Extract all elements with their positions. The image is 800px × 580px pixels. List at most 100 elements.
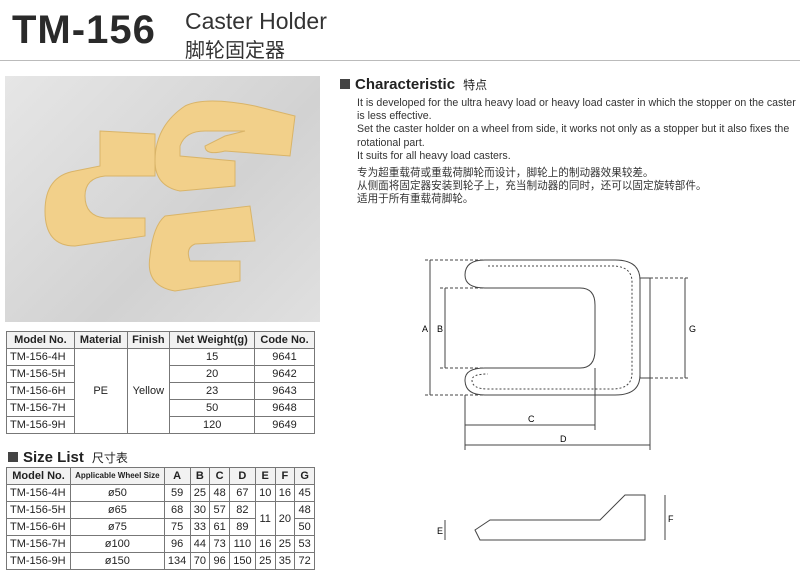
cell: 70	[189, 552, 211, 570]
weight-cell: 50	[169, 399, 256, 417]
cell: 150	[228, 552, 256, 570]
technical-drawing: A B C D G E F	[422, 259, 696, 541]
col-header: F	[274, 467, 296, 485]
model-cell: TM-156-5H	[6, 365, 75, 383]
col-header: Net Weight(g)	[169, 331, 256, 349]
cell: 75	[163, 518, 191, 536]
weight-cell: 23	[169, 382, 256, 400]
cell: 20	[274, 501, 296, 536]
cell: 96	[209, 552, 230, 570]
product-photo	[5, 76, 320, 322]
model-cell: TM-156-4H	[6, 348, 75, 366]
dim-label-c: C	[528, 414, 535, 424]
header-divider	[0, 60, 800, 61]
square-bullet-icon	[340, 79, 350, 89]
cell: 10	[254, 484, 276, 502]
finish-cell: Yellow	[126, 348, 171, 434]
col-header: D	[228, 467, 256, 485]
model-cell: TM-156-6H	[6, 382, 75, 400]
model-number: TM-156	[12, 8, 156, 52]
code-cell: 9642	[254, 365, 315, 383]
cell: 89	[228, 518, 256, 536]
table-row: TM-156-4H PE Yellow 15 9641	[6, 348, 315, 434]
col-header: Finish	[126, 331, 171, 349]
cell: 30	[189, 501, 211, 519]
product-title: Caster Holder	[185, 8, 327, 34]
cell: 96	[163, 535, 191, 553]
cell: 48	[209, 484, 230, 502]
dim-label-b: B	[437, 324, 443, 334]
cell: TM-156-5H	[5, 501, 72, 519]
cell: ø100	[70, 535, 165, 553]
col-header: Model No.	[5, 467, 72, 485]
cell: 72	[294, 552, 315, 570]
col-header: E	[254, 467, 276, 485]
desc-line: It suits for all heavy load casters.	[357, 149, 511, 162]
code-cell: 9648	[254, 399, 315, 417]
cell: 67	[228, 484, 256, 502]
characteristic-text: It is developed for the ultra heavy load…	[357, 97, 800, 207]
dim-label-e: E	[437, 526, 443, 536]
cell: 25	[189, 484, 211, 502]
col-header: A	[163, 467, 191, 485]
desc-line-cn: 专为超重载荷或重载荷脚轮而设计，脚轮上的制动器效果较差。	[357, 167, 654, 180]
characteristic-heading: Characteristic 特点	[340, 76, 487, 93]
code-cell: 9641	[254, 348, 315, 366]
cell: 50	[294, 518, 315, 536]
size-table: Model No. Applicable Wheel Size A B C D …	[5, 467, 315, 570]
cell: 48	[294, 501, 315, 519]
heading-cn: 特点	[463, 78, 488, 92]
col-header: Code No.	[254, 331, 315, 349]
heading-text: Size List	[23, 449, 84, 466]
cell: 16	[254, 535, 276, 553]
cell: TM-156-4H	[5, 484, 72, 502]
cell: TM-156-7H	[5, 535, 72, 553]
desc-line-cn: 适用于所有重载荷脚轮。	[357, 193, 474, 206]
cell: 82	[228, 501, 256, 519]
col-header: G	[294, 467, 315, 485]
dim-label-d: D	[560, 434, 567, 444]
dim-label-f: F	[668, 514, 674, 524]
cell: 25	[254, 552, 276, 570]
product-title-cn: 脚轮固定器	[185, 40, 285, 62]
code-cell: 9649	[254, 416, 315, 434]
cell: 73	[209, 535, 230, 553]
cell: 110	[228, 535, 256, 553]
cell: ø50	[70, 484, 165, 502]
cell: TM-156-6H	[5, 518, 72, 536]
model-cell: TM-156-7H	[6, 399, 75, 417]
spec-table: Model No. Material Finish Net Weight(g) …	[6, 331, 315, 434]
cell: 33	[189, 518, 211, 536]
desc-line-cn: 从侧面将固定器安装到轮子上，充当制动器的同时，还可以固定旋转部件。	[357, 180, 707, 193]
dim-label-a: A	[422, 324, 428, 334]
weight-cell: 15	[169, 348, 256, 366]
heading-cn: 尺寸表	[91, 451, 128, 465]
material-cell: PE	[73, 348, 128, 434]
cell: 134	[163, 552, 191, 570]
col-header: Material	[73, 331, 128, 349]
cell: TM-156-9H	[5, 552, 72, 570]
desc-line: It is developed for the ultra heavy load…	[357, 97, 796, 123]
cell: 53	[294, 535, 315, 553]
square-bullet-icon	[8, 452, 18, 462]
cell: 68	[163, 501, 191, 519]
heading-text: Characteristic	[355, 76, 456, 93]
cell: ø75	[70, 518, 165, 536]
cell: 61	[209, 518, 230, 536]
col-header: Model No.	[6, 331, 75, 349]
col-header: B	[189, 467, 211, 485]
cell: 16	[274, 484, 296, 502]
model-cell: TM-156-9H	[6, 416, 75, 434]
cell: 35	[274, 552, 296, 570]
cell: ø65	[70, 501, 165, 519]
cell: 25	[274, 535, 296, 553]
code-cell: 9643	[254, 382, 315, 400]
cell: 59	[163, 484, 191, 502]
col-header: Applicable Wheel Size	[70, 467, 165, 485]
